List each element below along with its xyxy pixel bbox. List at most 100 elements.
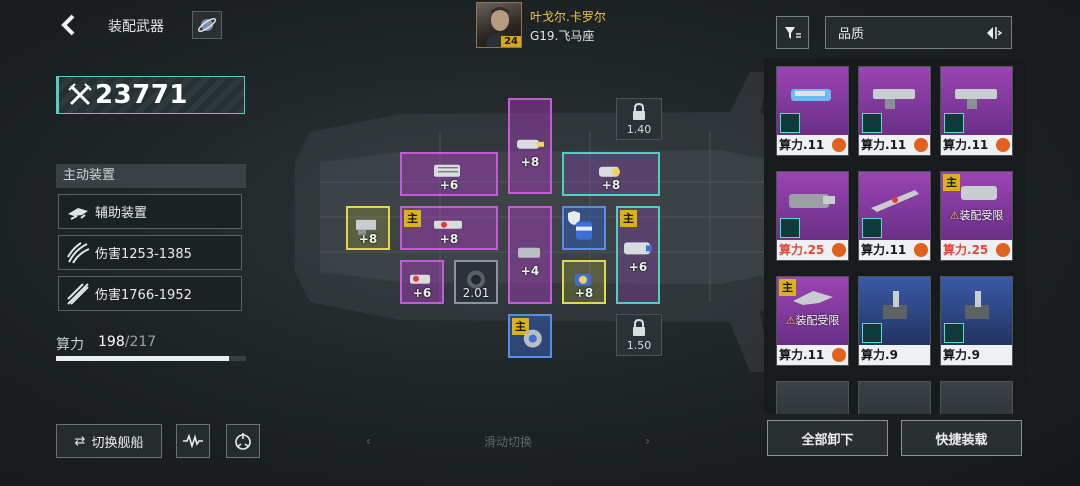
weapon-slot[interactable]: +8 <box>508 98 552 194</box>
weapon-art <box>859 277 930 346</box>
compute-label: 算力 <box>56 337 84 353</box>
cannon-icon <box>517 139 544 149</box>
filter-button[interactable] <box>776 16 809 49</box>
swipe-hint[interactable]: ‹ 滑动切换 › <box>366 432 650 450</box>
inventory-card[interactable]: 算力.11 <box>858 66 931 156</box>
main-tag: 主 <box>779 279 796 296</box>
locked-slot[interactable]: 1.50 <box>616 314 662 356</box>
canister-icon <box>576 221 592 240</box>
combat-power-value: 23771 <box>95 80 188 110</box>
weapon-slot[interactable]: +8 <box>346 206 390 250</box>
type-badge <box>862 218 882 238</box>
fleet-button[interactable] <box>226 424 260 458</box>
slot-bonus: +6 <box>412 286 432 300</box>
weapon-slot[interactable]: +8 <box>562 260 606 304</box>
turret-icon <box>883 291 907 319</box>
inventory-card[interactable]: 算力.11 <box>858 171 931 261</box>
filter-icon <box>784 26 801 39</box>
inventory-card[interactable] <box>858 381 931 414</box>
warning-icon: ⚠ <box>785 314 796 327</box>
weapon-slot[interactable] <box>562 206 606 250</box>
weapon-slot[interactable]: 主 +8 <box>400 206 498 250</box>
token-icon <box>832 138 846 152</box>
device-support[interactable]: 辅助装置 <box>58 194 242 229</box>
token-icon <box>832 348 846 362</box>
page-title: 装配武器 <box>108 19 164 35</box>
wave-button[interactable] <box>176 424 210 458</box>
chevron-right-icon[interactable]: › <box>645 434 650 448</box>
lock-icon <box>633 318 645 336</box>
inventory-card[interactable] <box>776 381 849 414</box>
main-tag: 主 <box>404 210 421 227</box>
blaster-icon <box>410 274 430 284</box>
inventory-card[interactable]: 主 ⚠装配受限 算力.25 <box>940 171 1013 261</box>
active-devices-header: 主动装置 <box>56 164 246 188</box>
device-damage-1[interactable]: 伤害1253-1385 <box>58 235 242 270</box>
token-icon <box>996 243 1010 257</box>
card-compute: 算力.9 <box>941 345 1012 365</box>
device-label: 辅助装置 <box>95 206 148 221</box>
inventory-card[interactable] <box>940 381 1013 414</box>
planet-button[interactable] <box>192 11 222 39</box>
sort-toggle-icon <box>987 26 1003 39</box>
gun-icon <box>791 89 831 101</box>
card-compute: 算力.25 <box>777 240 848 260</box>
turret-icon <box>965 291 989 319</box>
weapon-art <box>941 382 1012 414</box>
plasma-icon <box>575 273 591 286</box>
card-compute: 算力.11 <box>859 135 930 155</box>
weapon-slot[interactable]: +4 <box>508 206 552 304</box>
inventory-card[interactable]: 算力.9 <box>940 276 1013 366</box>
weapon-art <box>777 382 848 414</box>
token-icon <box>914 138 928 152</box>
inventory-card[interactable]: 算力.25 <box>776 171 849 261</box>
compute-progress-fill <box>56 356 230 361</box>
token-icon <box>914 243 928 257</box>
type-badge <box>862 323 882 343</box>
weapon-slot[interactable]: 主 <box>508 314 552 358</box>
type-badge <box>780 218 800 238</box>
claw-icon <box>67 241 90 264</box>
inventory-card[interactable]: 算力.11 <box>776 66 849 156</box>
weapon-slot[interactable]: +6 <box>400 152 498 196</box>
slot-bonus: +8 <box>439 232 459 246</box>
inventory-card[interactable]: 主 ⚠装配受限 算力.11 <box>776 276 849 366</box>
gun-icon <box>873 89 915 109</box>
commander-name: 叶戈尔.卡罗尔 <box>530 10 606 24</box>
inventory-card[interactable]: 算力.11 <box>940 66 1013 156</box>
launcher-icon <box>356 219 376 235</box>
card-compute: 算力.11 <box>859 240 930 260</box>
gun-icon <box>871 190 919 212</box>
back-button[interactable] <box>56 12 82 38</box>
commander-portrait-icon <box>485 7 515 47</box>
type-badge <box>862 113 882 133</box>
chevron-left-icon[interactable]: ‹ <box>366 434 371 448</box>
lock-value: 1.50 <box>626 338 652 352</box>
weapon-slot[interactable]: 主 +6 <box>616 206 660 304</box>
wave-icon <box>183 433 203 449</box>
turret-icon <box>599 166 620 177</box>
inventory-card[interactable]: 算力.9 <box>858 276 931 366</box>
swipe-label: 滑动切换 <box>483 434 532 449</box>
weapon-slot[interactable]: +8 <box>562 152 660 196</box>
quick-equip-button[interactable]: 快捷装载 <box>901 420 1022 456</box>
core-slot[interactable]: 2.01 <box>454 260 498 304</box>
heavy-cannon-icon <box>624 242 652 255</box>
token-icon <box>832 243 846 257</box>
token-icon <box>996 138 1010 152</box>
combat-power: 23771 <box>56 76 245 114</box>
gun-icon <box>955 89 997 109</box>
switch-ship-button[interactable]: ⇄ 切换舰船 <box>56 424 162 458</box>
commander-avatar[interactable]: 24 <box>476 2 522 48</box>
sort-select[interactable]: 品质 <box>825 16 1012 49</box>
slot-bonus: +8 <box>574 286 594 300</box>
main-tag: 主 <box>512 318 529 335</box>
locked-slot[interactable]: 1.40 <box>616 98 662 140</box>
device-damage-2[interactable]: 伤害1766-1952 <box>58 276 242 311</box>
weapon-slot[interactable]: +6 <box>400 260 444 304</box>
assembly-limited: ⚠装配受限 <box>949 209 1004 222</box>
core-value: 2.01 <box>462 286 490 300</box>
slot-bonus: +8 <box>520 155 540 169</box>
warning-icon: ⚠ <box>949 209 960 222</box>
clear-all-button[interactable]: 全部卸下 <box>767 420 888 456</box>
